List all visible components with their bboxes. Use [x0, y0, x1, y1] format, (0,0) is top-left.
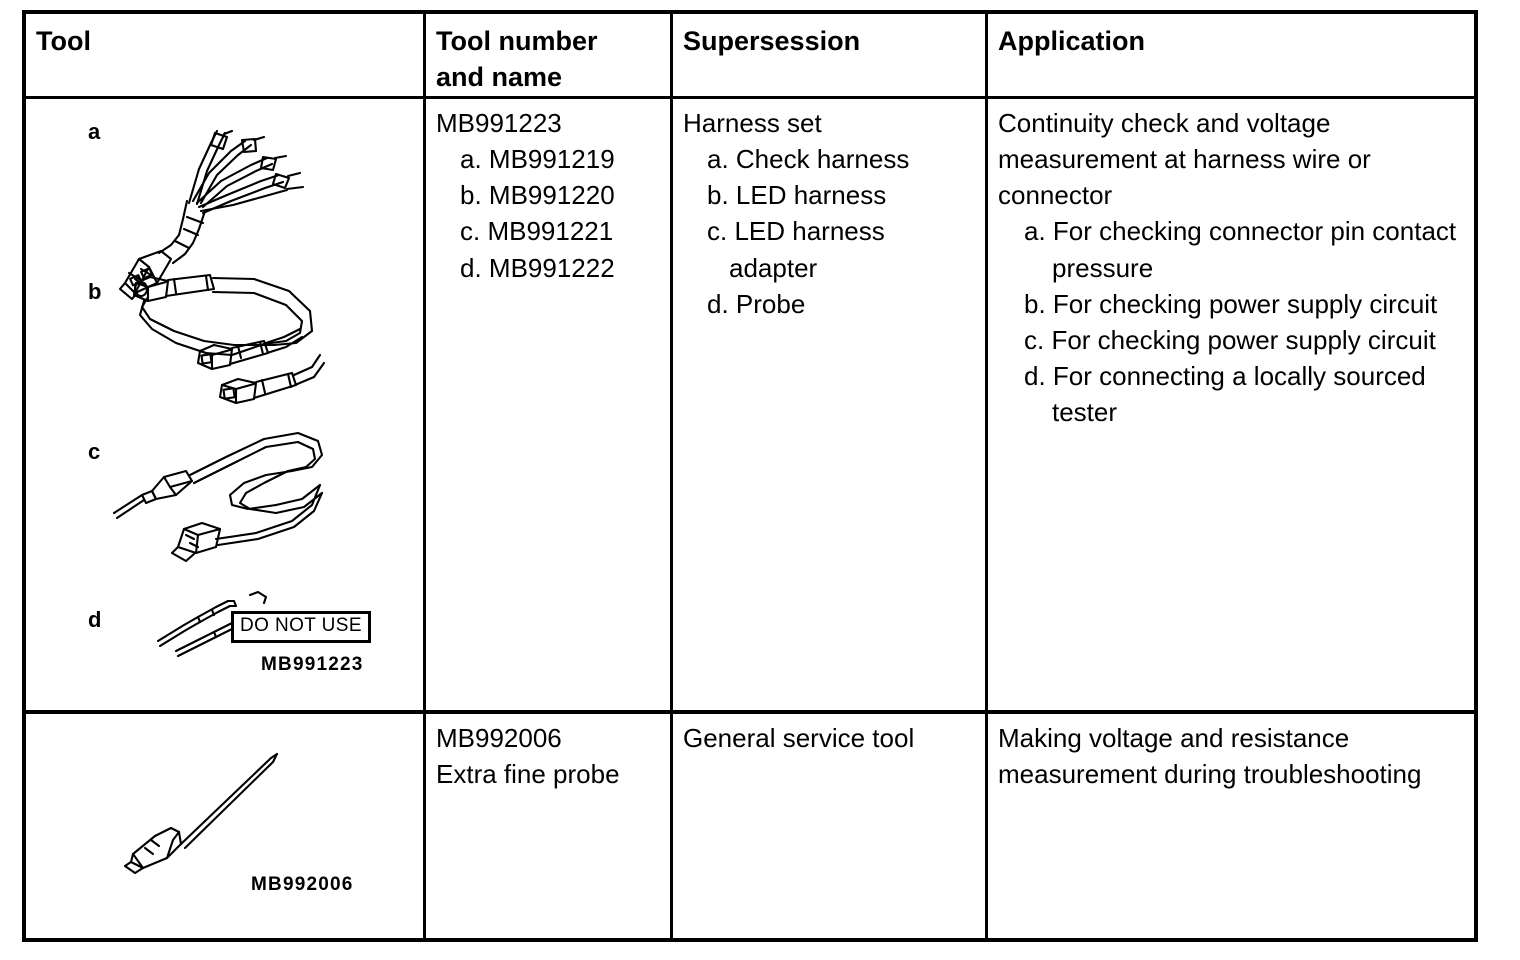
- list-item: a. Check harness: [707, 144, 910, 175]
- tool-number-sub-list: a. MB991219 b. MB991220 c. MB991221 d. M…: [436, 141, 660, 286]
- supersession-sub-list: a. Check harness b. LED harness c. LED h…: [683, 141, 975, 322]
- figure-label-c: c: [88, 439, 101, 464]
- supersession-cell-harness-set: Harness set a. Check harness b. LED harn…: [673, 99, 988, 710]
- tool-caption-mb992006: MB992006: [251, 874, 354, 895]
- special-tools-table: Tool Tool number and name Supersession A…: [22, 10, 1478, 942]
- tool-number-main: MB992006 Extra fine probe: [436, 723, 620, 790]
- list-item: a. For checking connector pin contact pr…: [1024, 216, 1457, 283]
- header-cell-tool-number: Tool number and name: [426, 14, 673, 96]
- column-header-tool-number: Tool number and name: [436, 26, 598, 92]
- list-item: b. LED harness: [707, 180, 887, 211]
- supersession-main: Harness set: [683, 108, 822, 138]
- application-main: Continuity check and voltage measurement…: [998, 108, 1371, 211]
- figure-label-a: a: [88, 119, 101, 144]
- header-cell-supersession: Supersession: [673, 14, 988, 96]
- list-item: c. MB991221: [460, 216, 614, 247]
- application-cell-harness-set: Continuity check and voltage measurement…: [988, 99, 1474, 710]
- tool-illustration-cell-harness-set: a: [26, 99, 426, 710]
- do-not-use-warning-badge: DO NOT USE: [231, 611, 371, 643]
- list-item: d. MB991222: [460, 252, 615, 283]
- tool-number-cell-mb991223: MB991223 a. MB991219 b. MB991220 c. MB99…: [426, 99, 673, 710]
- list-item: c. LED harness adapter: [707, 216, 885, 283]
- tool-number-cell-mb992006: MB992006 Extra fine probe: [426, 714, 673, 938]
- supersession-main: General service tool: [683, 723, 915, 753]
- table-row: a: [26, 99, 1474, 714]
- list-item: b. For checking power supply circuit: [1024, 288, 1438, 319]
- figure-label-d: d: [88, 607, 102, 632]
- tool-illustration-cell-extra-fine-probe: MB992006: [26, 714, 426, 938]
- table-row: MB992006 MB992006 Extra fine probe Gener…: [26, 714, 1474, 938]
- led-harness-illustration: [114, 267, 344, 407]
- application-main: Making voltage and resistance measuremen…: [998, 723, 1422, 790]
- table-header-row: Tool Tool number and name Supersession A…: [26, 14, 1474, 99]
- check-harness-illustration: [111, 107, 331, 301]
- extra-fine-probe-illustration: [121, 736, 346, 875]
- figure-label-b: b: [88, 279, 102, 304]
- supersession-cell-general-service-tool: General service tool: [673, 714, 988, 938]
- tool-number-main: MB991223: [436, 108, 562, 138]
- header-cell-tool: Tool: [26, 14, 426, 96]
- header-cell-application: Application: [988, 14, 1474, 96]
- list-item: d. Probe: [707, 288, 806, 319]
- list-item: b. MB991220: [460, 180, 615, 211]
- list-item: a. MB991219: [460, 144, 615, 175]
- application-cell-extra-fine-probe: Making voltage and resistance measuremen…: [988, 714, 1474, 938]
- list-item: c. For checking power supply circuit: [1024, 324, 1436, 355]
- column-header-application: Application: [998, 26, 1145, 56]
- list-item: d. For connecting a locally sourced test…: [1024, 360, 1426, 427]
- application-sub-list: a. For checking connector pin contact pr…: [998, 213, 1464, 430]
- column-header-supersession: Supersession: [683, 26, 861, 56]
- tool-caption-mb991223: MB991223: [261, 654, 364, 675]
- led-harness-adapter-illustration: [106, 421, 341, 563]
- column-header-tool: Tool: [36, 26, 91, 56]
